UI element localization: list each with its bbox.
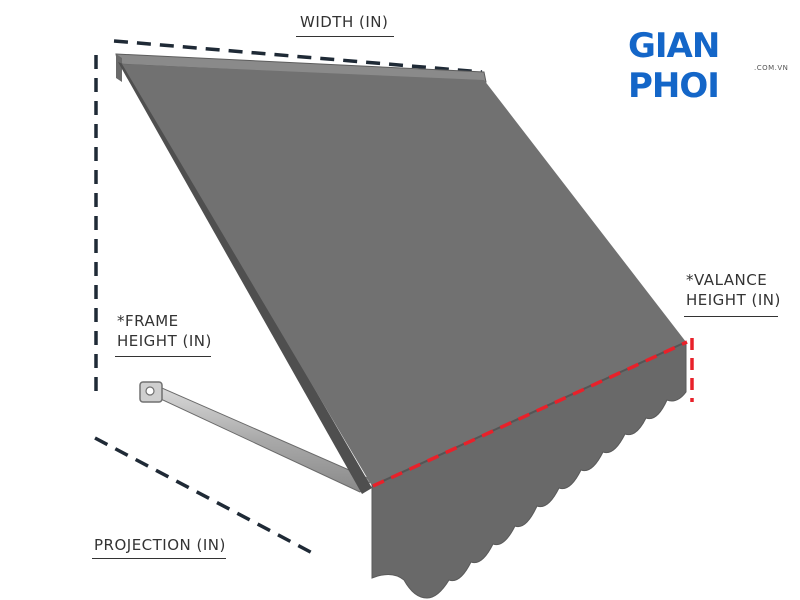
width-label: WIDTH (IN) — [300, 13, 389, 31]
valance-top-line — [372, 340, 688, 488]
brand-logo-name: GIAN PHOI — [628, 26, 720, 106]
top-rail — [115, 53, 487, 83]
frame-height-label-line2: HEIGHT (IN) — [117, 332, 212, 350]
awning-fabric — [122, 64, 686, 486]
projection-label-underline — [92, 558, 226, 559]
width-guide-line — [113, 39, 483, 74]
brand-logo-domain: .COM.VN — [754, 64, 789, 72]
projection-label: PROJECTION (IN) — [94, 536, 226, 554]
brand-logo: GIAN PHOI .COM.VN — [622, 20, 792, 106]
valance-height-label-line1: *VALANCE — [686, 271, 768, 289]
projection-guide-line — [94, 436, 319, 558]
valance — [371, 341, 687, 599]
frame-label-underline — [115, 356, 211, 357]
guide-lines — [94, 39, 483, 558]
valance-height-markers — [372, 338, 694, 488]
width-label-underline — [296, 36, 394, 37]
frame-height-label-line1: *FRAME — [117, 312, 179, 330]
side-edge — [118, 62, 372, 494]
valance-height-label-line2: HEIGHT (IN) — [686, 291, 781, 309]
valance-label-underline — [684, 316, 778, 317]
